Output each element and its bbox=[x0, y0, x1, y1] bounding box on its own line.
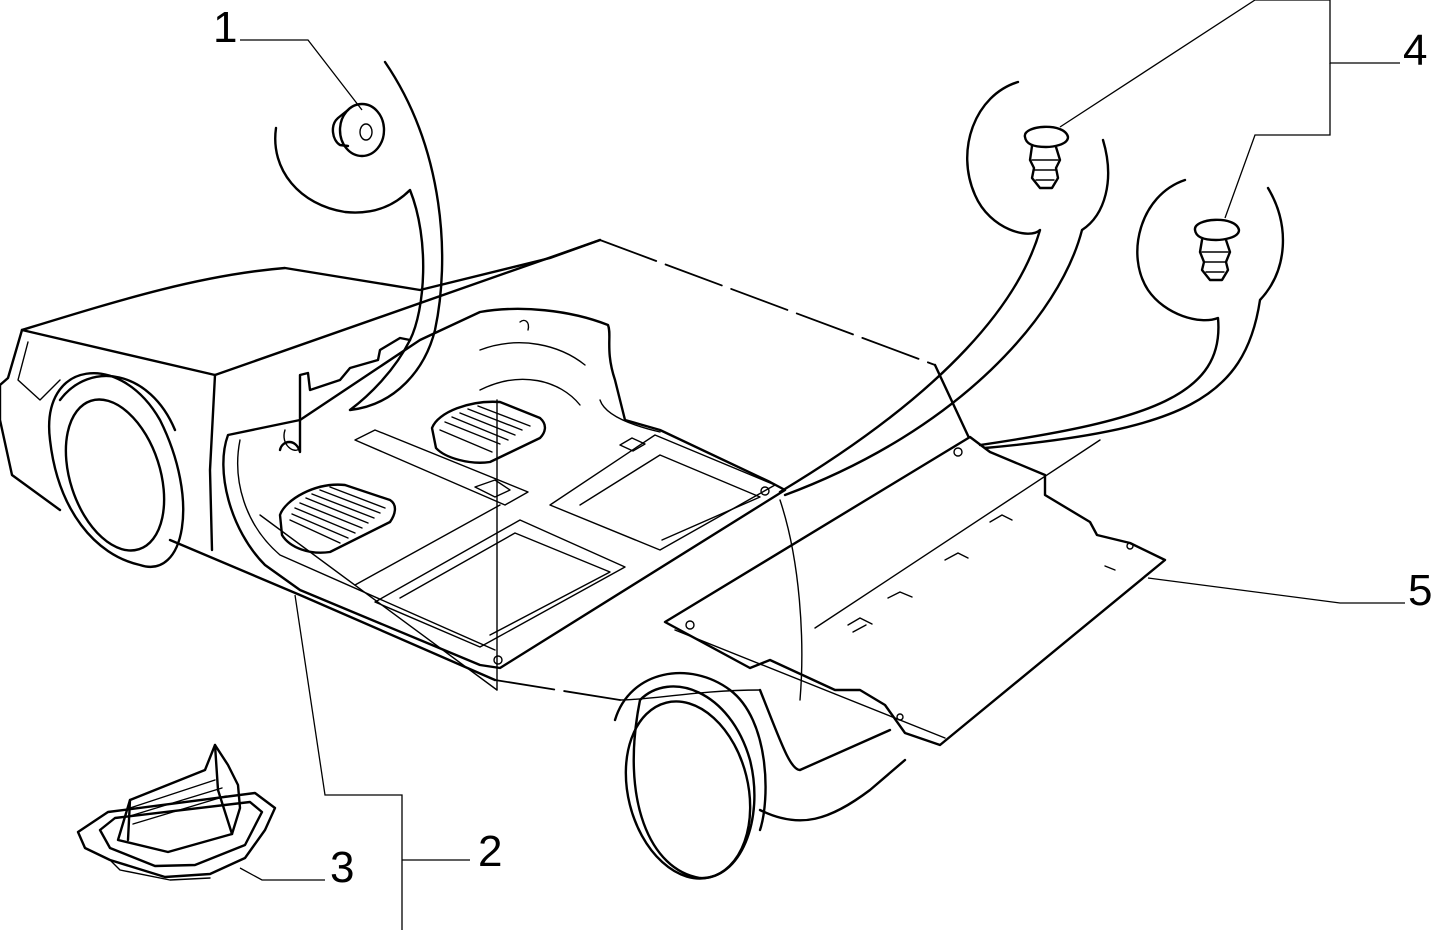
front-wheel bbox=[47, 372, 185, 568]
detail-bubble-clip-lower bbox=[978, 178, 1285, 450]
detail-bubble-plug bbox=[274, 60, 444, 412]
front-floor-mat bbox=[278, 483, 397, 554]
callout-5: 5 bbox=[1408, 566, 1432, 615]
front-floor-carpet bbox=[222, 307, 787, 691]
latch-bracket bbox=[76, 743, 277, 881]
callout-1: 1 bbox=[213, 3, 237, 52]
leader-lines bbox=[239, 0, 1405, 930]
rear-wheel bbox=[613, 671, 767, 880]
rear-floor-mat bbox=[430, 400, 547, 464]
callout-3: 3 bbox=[330, 843, 354, 892]
callout-4: 4 bbox=[1403, 26, 1427, 75]
clip-icon bbox=[1193, 218, 1241, 282]
trunk-floor-panel bbox=[663, 435, 1167, 747]
callout-2: 2 bbox=[478, 827, 502, 876]
detail-bubble-clip-upper bbox=[778, 80, 1110, 497]
car-body bbox=[0, 238, 972, 822]
firewall-trim bbox=[278, 336, 412, 454]
clip-icon bbox=[1023, 125, 1070, 190]
plug-icon bbox=[331, 102, 386, 158]
